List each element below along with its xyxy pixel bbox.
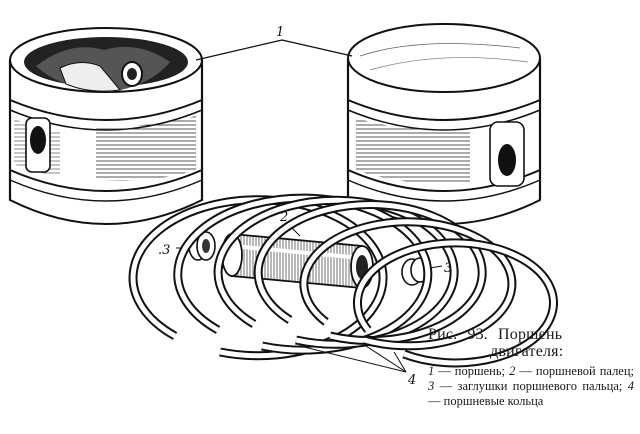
caption-item-num: 4 [627, 379, 634, 393]
caption-title: Рис. 93. Поршень двигателя: [428, 326, 634, 360]
caption-item-text: — поршневые кольца [428, 394, 544, 408]
label-plug-right: 3 [444, 261, 452, 276]
caption-item-num: 3 [428, 379, 435, 393]
piston-left [8, 27, 204, 225]
label-plug-left: .3 [158, 243, 170, 258]
label-1-leaders [195, 39, 353, 61]
piston-rings [128, 193, 558, 368]
caption-title-rest: двигателя: [490, 343, 564, 360]
caption-title-word: Поршень [497, 326, 563, 343]
caption-prefix: Рис. [428, 326, 458, 343]
label-rings: 4 [407, 373, 416, 388]
caption-item-text: — поршень; [438, 364, 506, 378]
caption-item-num: 1 [428, 364, 435, 378]
piston-right [346, 23, 542, 225]
figure-caption: Рис. 93. Поршень двигателя: 1 — поршень; 2… [428, 326, 634, 409]
label-pin: 2 [279, 210, 288, 225]
caption-legend: 1 — поршень; 2 — поршневой палец; 3 — за… [428, 364, 634, 409]
label-piston: 1 [276, 25, 284, 40]
caption-item-text: — поршневой палец; [519, 364, 635, 378]
caption-number: 93. [467, 326, 488, 343]
caption-item-text: — заглушки поршневого пальца; [439, 379, 623, 393]
caption-item-num: 2 [509, 364, 516, 378]
label-4-leaders [299, 345, 407, 373]
